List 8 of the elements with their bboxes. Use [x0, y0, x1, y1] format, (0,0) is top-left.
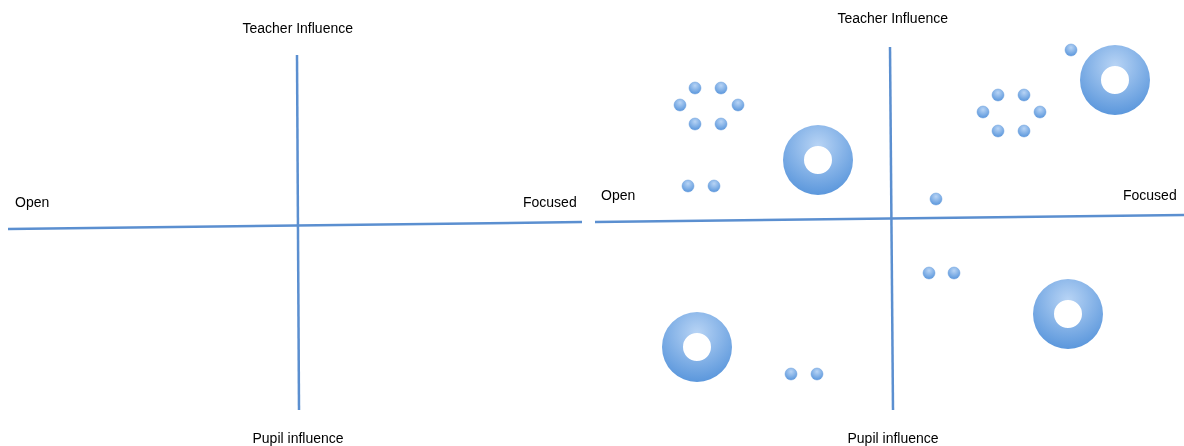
axis-label: Open — [15, 194, 50, 210]
axis-label: Pupil influence — [847, 430, 939, 446]
axis-label: Teacher Influence — [242, 20, 354, 36]
axis-label: Focused — [523, 194, 577, 210]
axis-label: Focused — [1123, 187, 1177, 203]
axis-label: Teacher Influence — [837, 10, 949, 26]
axis-label: Open — [601, 187, 636, 203]
axis-label: Pupil influence — [252, 430, 344, 446]
